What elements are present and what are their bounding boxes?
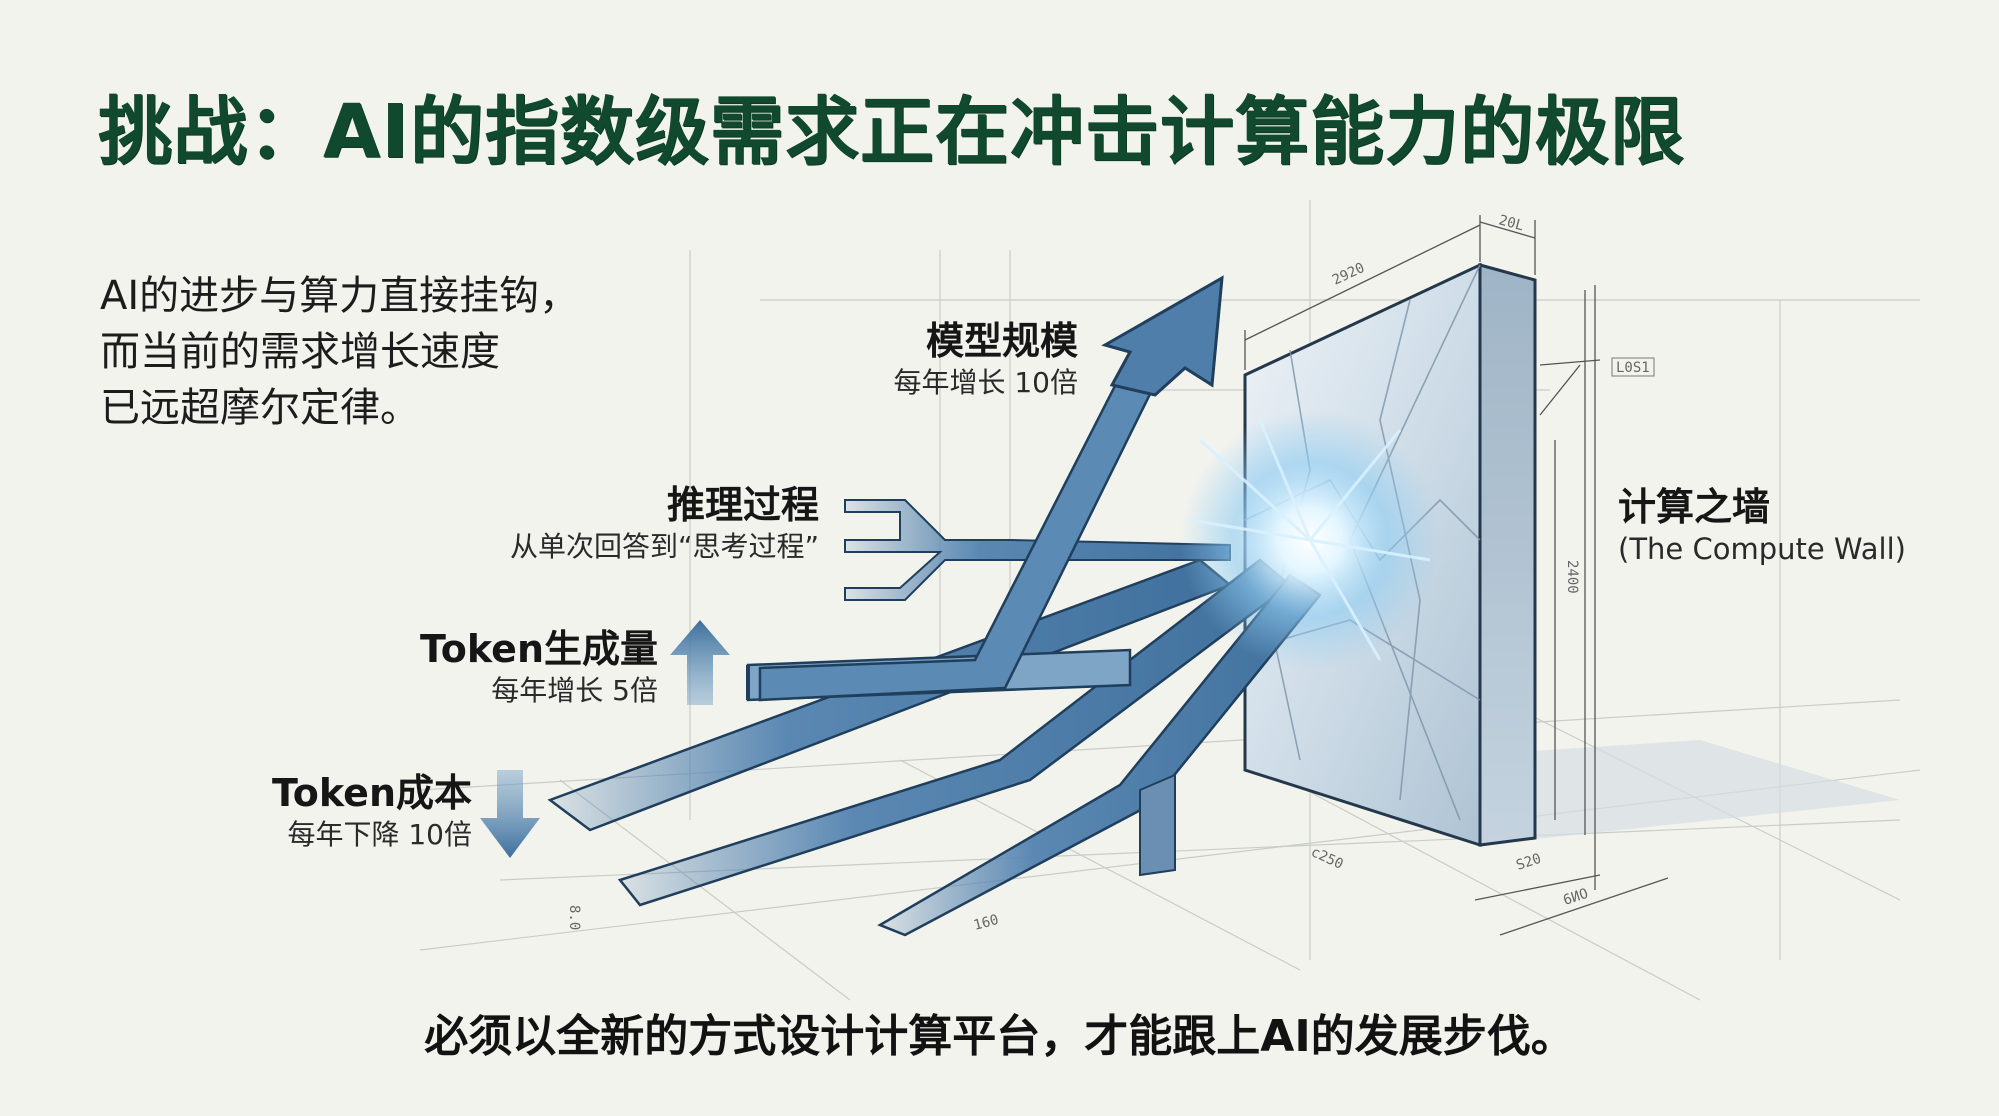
svg-text:160: 160 — [972, 912, 1001, 934]
label-head: 模型规模 — [925, 319, 1078, 363]
svg-text:2400: 2400 — [1564, 560, 1580, 594]
label-inference: 推理过程 从单次回答到“思考过程” — [510, 482, 819, 566]
label-head: 计算之墙 — [1618, 485, 1771, 529]
svg-text:20L: 20L — [1497, 212, 1526, 234]
label-sub: 从单次回答到“思考过程” — [509, 530, 819, 563]
arrow-down-icon — [480, 770, 540, 858]
model-scale-arrowhead — [1101, 275, 1224, 397]
label-head: 推理过程 — [666, 483, 819, 527]
label-sub: 每年增长 10倍 — [893, 366, 1078, 399]
label-token-generation: Token生成量 每年增长 5倍 — [420, 626, 658, 710]
label-sub: 每年增长 5倍 — [491, 674, 658, 707]
arrow-up-icon — [670, 620, 730, 705]
svg-text:c250: c250 — [1308, 844, 1345, 873]
label-model-scale: 模型规模 每年增长 10倍 — [893, 318, 1078, 402]
svg-text:L0S1: L0S1 — [1616, 360, 1650, 376]
svg-text:S20: S20 — [1514, 851, 1543, 874]
intro-line: AI的进步与算力直接挂钩， — [100, 273, 580, 319]
svg-text:6ИO: 6ИO — [1561, 886, 1590, 909]
page-title: 挑战：AI的指数级需求正在冲击计算能力的极限 — [98, 89, 1685, 175]
svg-text:2920: 2920 — [1330, 260, 1367, 289]
label-token-cost: Token成本 每年下降 10倍 — [272, 770, 472, 854]
label-compute-wall: 计算之墙 (The Compute Wall) — [1618, 484, 1906, 568]
footer-conclusion: 必须以全新的方式设计计算平台，才能跟上AI的发展步伐。 — [424, 1011, 1575, 1062]
label-head: Token生成量 — [419, 627, 658, 671]
intro-line: 已远超摩尔定律。 — [100, 385, 420, 431]
intro-line: 而当前的需求增长速度 — [100, 329, 500, 375]
label-head: Token成本 — [271, 771, 472, 815]
label-sub: 每年下降 10倍 — [287, 818, 472, 851]
intro-text: AI的进步与算力直接挂钩， 而当前的需求增长速度 已远超摩尔定律。 — [100, 268, 579, 436]
label-sub: (The Compute Wall) — [1618, 532, 1906, 566]
svg-text:8.0: 8.0 — [566, 905, 582, 930]
